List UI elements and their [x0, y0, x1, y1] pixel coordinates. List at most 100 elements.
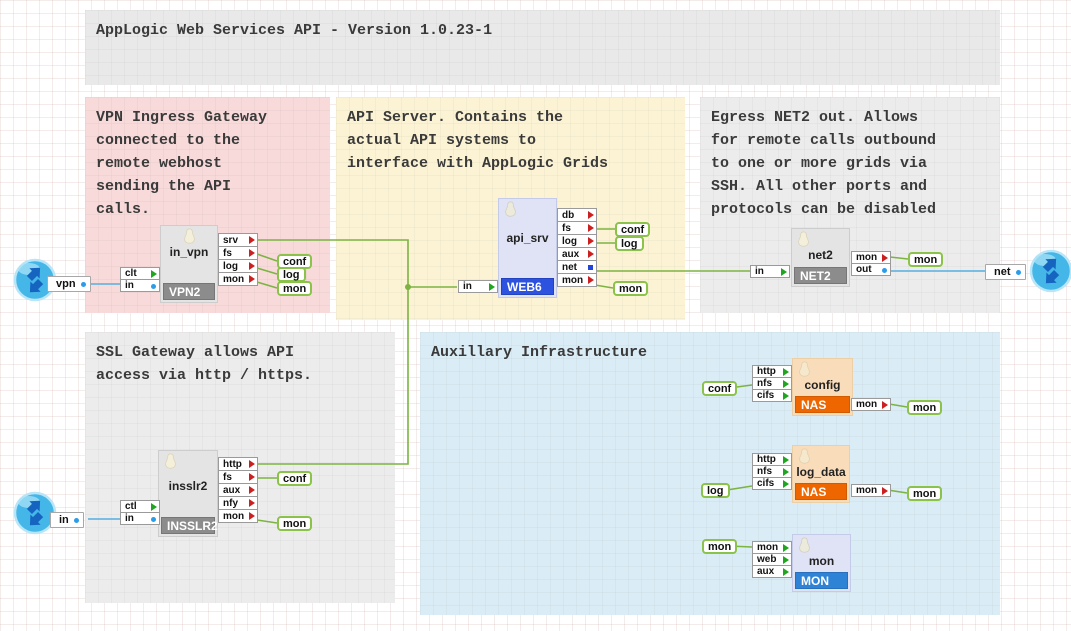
port-nfy[interactable]: nfy: [218, 496, 258, 510]
port-glyph: [247, 262, 255, 270]
port-in[interactable]: in: [120, 512, 160, 525]
title-note-region[interactable]: AppLogic Web Services API - Version 1.0.…: [85, 10, 1000, 85]
port-glyph: [781, 543, 789, 552]
port-http[interactable]: http: [218, 457, 258, 471]
port-glyph: [781, 367, 789, 376]
port-db[interactable]: db: [557, 208, 597, 222]
component-name: net2: [808, 248, 833, 262]
port-glyph: [149, 269, 157, 278]
port-glyph: [880, 400, 888, 409]
port-glyph: [149, 282, 157, 290]
terminal-conf[interactable]: conf: [277, 254, 313, 269]
component-class-label: MON: [795, 572, 848, 589]
port-glyph: [880, 486, 888, 495]
port-mon[interactable]: mon: [851, 398, 891, 411]
port-glyph: [247, 460, 255, 468]
component-config[interactable]: config NAS: [792, 358, 853, 416]
port-glyph: [781, 555, 789, 564]
terminal-conf[interactable]: conf: [277, 471, 313, 486]
port-mon[interactable]: mon: [851, 484, 891, 497]
port-glyph: [586, 263, 594, 271]
terminal-mon[interactable]: mon: [702, 539, 738, 554]
port-fs[interactable]: fs: [218, 470, 258, 484]
log-data-right-ports: mon: [851, 484, 891, 497]
mon-left-ports: mon web aux: [752, 541, 792, 578]
port-glyph: [586, 237, 594, 245]
port-log[interactable]: log: [557, 234, 597, 248]
net-gateway-icon[interactable]: [1029, 249, 1071, 293]
terminal-log[interactable]: log: [615, 236, 644, 251]
port-mon[interactable]: mon: [218, 509, 258, 523]
port-in[interactable]: in: [750, 265, 790, 278]
port-log[interactable]: log: [218, 259, 258, 273]
egress-note-text: Egress NET2 out. Allows for remote calls…: [711, 109, 937, 218]
terminal-log[interactable]: log: [277, 267, 306, 282]
terminal-mon[interactable]: mon: [907, 486, 943, 501]
port-net[interactable]: net: [557, 260, 597, 274]
external-terminal-net[interactable]: net: [985, 264, 1026, 280]
terminal-mon[interactable]: mon: [277, 281, 313, 296]
port-glyph: [149, 502, 157, 511]
linux-icon: [183, 228, 195, 244]
aux-note-region[interactable]: Auxillary Infrastructure: [420, 332, 1000, 615]
ssl-gateway-icon[interactable]: [13, 491, 57, 535]
ssl-note-text: SSL Gateway allows API access via http /…: [96, 344, 313, 384]
port-glyph: [781, 467, 789, 476]
port-glyph: [247, 499, 255, 507]
port-aux[interactable]: aux: [218, 483, 258, 497]
terminal-mon[interactable]: mon: [277, 516, 313, 531]
log-data-left-ports: http nfs cifs: [752, 453, 792, 490]
port-in[interactable]: in: [120, 279, 160, 292]
api-note-text: API Server. Contains the actual API syst…: [347, 109, 609, 172]
diagram-title: AppLogic Web Services API - Version 1.0.…: [96, 22, 493, 39]
port-aux[interactable]: aux: [752, 565, 792, 578]
port-srv[interactable]: srv: [218, 233, 258, 247]
port-fs[interactable]: fs: [218, 246, 258, 260]
port-glyph: [781, 567, 789, 576]
terminal-conf[interactable]: conf: [615, 222, 651, 237]
port-glyph: [247, 512, 255, 520]
insslr2-right-ports: http fs aux nfy mon: [218, 457, 258, 523]
port-glyph: [880, 266, 888, 274]
in-vpn-left-ports: clt in: [120, 267, 160, 292]
port-cifs[interactable]: cifs: [752, 477, 792, 490]
port-out[interactable]: out: [851, 263, 891, 276]
component-insslr2[interactable]: insslr2 INSSLR2: [158, 450, 218, 537]
port-in[interactable]: in: [458, 280, 498, 293]
port-aux[interactable]: aux: [557, 247, 597, 261]
linux-icon: [798, 231, 809, 247]
component-log-data[interactable]: log_data NAS: [792, 445, 850, 503]
port-glyph: [781, 379, 789, 388]
external-terminal-in[interactable]: in: [50, 512, 84, 528]
port-glyph: [247, 275, 255, 283]
linux-icon: [799, 448, 810, 464]
component-name: config: [804, 378, 841, 392]
terminal-conf[interactable]: conf: [702, 381, 738, 396]
terminal-log[interactable]: log: [701, 483, 730, 498]
api-srv-left-ports: in: [458, 280, 498, 293]
component-class-label: INSSLR2: [161, 517, 218, 534]
component-name: in_vpn: [169, 245, 209, 259]
terminal-mon[interactable]: mon: [907, 400, 943, 415]
external-terminal-vpn[interactable]: vpn: [47, 276, 91, 292]
port-glyph: [586, 211, 594, 219]
port-fs[interactable]: fs: [557, 221, 597, 235]
component-in-vpn[interactable]: in_vpn VPN2: [160, 225, 218, 303]
port-glyph: [247, 486, 255, 494]
component-api-srv[interactable]: api_srv WEB6: [498, 198, 557, 298]
port-mon[interactable]: mon: [218, 272, 258, 286]
port-mon[interactable]: mon: [557, 273, 597, 287]
component-name: log_data: [796, 465, 846, 479]
component-mon[interactable]: mon MON: [792, 534, 851, 592]
port-mon[interactable]: mon: [851, 251, 891, 264]
config-left-ports: http nfs cifs: [752, 365, 792, 402]
component-name: insslr2: [168, 479, 208, 493]
net2-right-ports: mon out: [851, 251, 891, 276]
port-cifs[interactable]: cifs: [752, 389, 792, 402]
component-net2[interactable]: net2 NET2: [791, 228, 850, 287]
port-glyph: [880, 253, 888, 262]
terminal-mon[interactable]: mon: [908, 252, 944, 267]
component-class-label: NAS: [795, 483, 847, 500]
terminal-mon[interactable]: mon: [613, 281, 649, 296]
